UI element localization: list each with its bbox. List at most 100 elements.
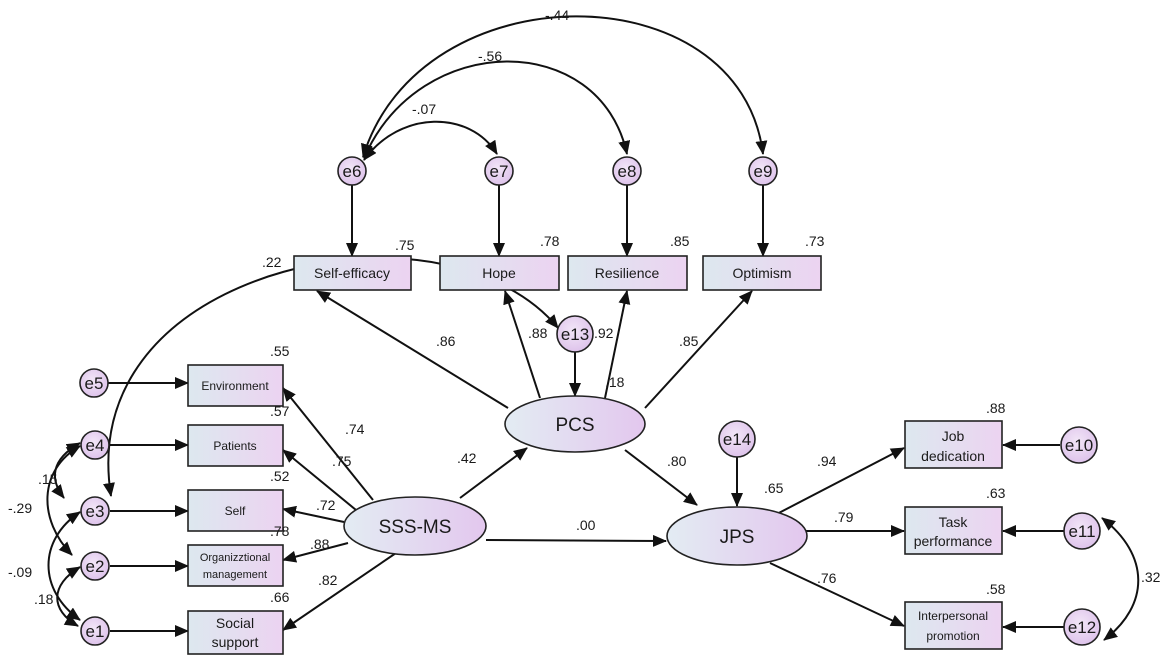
paths-layer [46, 15, 1140, 641]
label-resilience: Resilience [595, 265, 660, 281]
coef-sss-pcs: .42 [457, 450, 477, 466]
error-e1: e1 [80, 616, 110, 646]
label-e9: e9 [754, 162, 773, 181]
loading-pcs-self-efficacy: .86 [436, 333, 456, 349]
cov-label-e1-e3: -.09 [8, 564, 32, 580]
box-job-dedication: Job dedication [904, 420, 1003, 469]
cov-e6-e9 [361, 15, 768, 158]
label-e10: e10 [1065, 436, 1093, 455]
box-social-support: Social support [187, 610, 284, 655]
error-e12: e12 [1063, 608, 1101, 646]
cov-label-e2-e4: -.29 [8, 500, 32, 516]
error-e5: e5 [79, 368, 109, 398]
cov-e2-e4 [46, 445, 81, 556]
label-e11: e11 [1068, 522, 1095, 541]
label-self: Self [225, 504, 246, 518]
cov-label-e6-e8: -.56 [478, 48, 502, 64]
path-jps-job [772, 447, 905, 517]
label-org-line1: Organizztional [200, 552, 270, 564]
label-e1: e1 [86, 622, 105, 641]
label-e8: e8 [618, 162, 637, 181]
box-self-efficacy: Self-efficacy [293, 255, 412, 291]
loading-jps-inter: .76 [817, 570, 837, 586]
path-pcs-optimism [644, 290, 753, 409]
r2-social: .66 [270, 589, 290, 605]
error-e9: e9 [748, 156, 778, 186]
cov-label-e3-e13: .22 [262, 254, 282, 270]
label-self-efficacy: Self-efficacy [314, 265, 390, 281]
label-social-line1: Social [216, 615, 254, 631]
path-pcs-self-efficacy [316, 290, 509, 409]
label-social-line2: support [212, 634, 259, 650]
label-jps: JPS [720, 527, 755, 548]
cov-label-e6-e7: -.07 [412, 101, 436, 117]
r2-job: .88 [986, 400, 1006, 416]
cov-label-e11-e12: .32 [1141, 569, 1161, 585]
cov-label-e3-e4: .15 [38, 471, 58, 487]
r2-resilience: .85 [670, 233, 690, 249]
path-pcs-hope [503, 290, 541, 399]
label-e12: e12 [1068, 618, 1096, 637]
label-job-line2: dedication [921, 448, 985, 464]
coef-sss-jps: .00 [576, 517, 596, 533]
box-optimism: Optimism [702, 255, 822, 291]
label-e7: e7 [490, 162, 509, 181]
label-e14: e14 [723, 430, 751, 449]
r2-pcs: .18 [605, 374, 625, 390]
cov-e6-e7 [363, 120, 498, 161]
label-environment: Environment [201, 379, 269, 393]
box-organizational-management: Organizztional management [187, 544, 284, 587]
loading-sss-patients: .75 [332, 453, 352, 469]
loading-sss-environment: .74 [345, 421, 365, 437]
box-hope: Hope [439, 255, 560, 291]
r2-inter: .58 [986, 581, 1006, 597]
label-inter-line1: Interpersonal [918, 609, 988, 623]
path-sss-self [282, 505, 345, 523]
cov-e6-e8 [363, 60, 631, 159]
error-e7: e7 [484, 156, 514, 186]
loading-pcs-optimism: .85 [679, 333, 699, 349]
label-e4: e4 [86, 436, 105, 455]
label-job-line1: Job [942, 428, 965, 444]
label-e2: e2 [86, 557, 105, 576]
error-e3: e3 [80, 496, 110, 526]
label-sss-ms: SSS-MS [379, 517, 452, 538]
box-environment: Environment [187, 364, 284, 407]
box-patients: Patients [187, 424, 284, 467]
box-self: Self [187, 489, 284, 532]
loading-jps-job: .94 [817, 453, 837, 469]
r2-patients: .57 [270, 403, 290, 419]
error-e2: e2 [80, 551, 110, 581]
error-e11: e11 [1063, 512, 1101, 550]
loading-sss-self: .72 [316, 497, 336, 513]
coef-pcs-jps: .80 [667, 453, 687, 469]
error-e8: e8 [612, 156, 642, 186]
label-org-line2: management [203, 569, 267, 581]
label-task-line1: Task [939, 514, 969, 530]
loading-sss-social: .82 [318, 572, 338, 588]
path-pcs-resilience [604, 290, 631, 399]
box-resilience: Resilience [567, 255, 688, 291]
error-e4: e4 [80, 430, 110, 460]
loading-sss-org: .88 [310, 536, 330, 552]
latent-sss-ms: SSS-MS [343, 496, 487, 556]
label-e6: e6 [343, 162, 362, 181]
r2-org: .78 [270, 523, 290, 539]
r2-jps: .65 [764, 480, 784, 496]
box-task-performance: Task performance [904, 506, 1003, 555]
r2-optimism: .73 [805, 233, 825, 249]
loading-pcs-hope: .88 [528, 325, 548, 341]
cov-label-e6-e9: -.44 [545, 7, 569, 23]
label-task-line2: performance [914, 533, 993, 549]
r2-environment: .55 [270, 343, 290, 359]
path-sss-jps [485, 534, 667, 547]
label-e3: e3 [86, 502, 105, 521]
r2-task: .63 [986, 485, 1006, 501]
path-jps-inter [769, 562, 905, 627]
loading-jps-task: .79 [834, 509, 854, 525]
label-inter-line2: promotion [926, 629, 979, 643]
r2-self: .52 [270, 468, 290, 484]
label-pcs: PCS [555, 415, 594, 436]
